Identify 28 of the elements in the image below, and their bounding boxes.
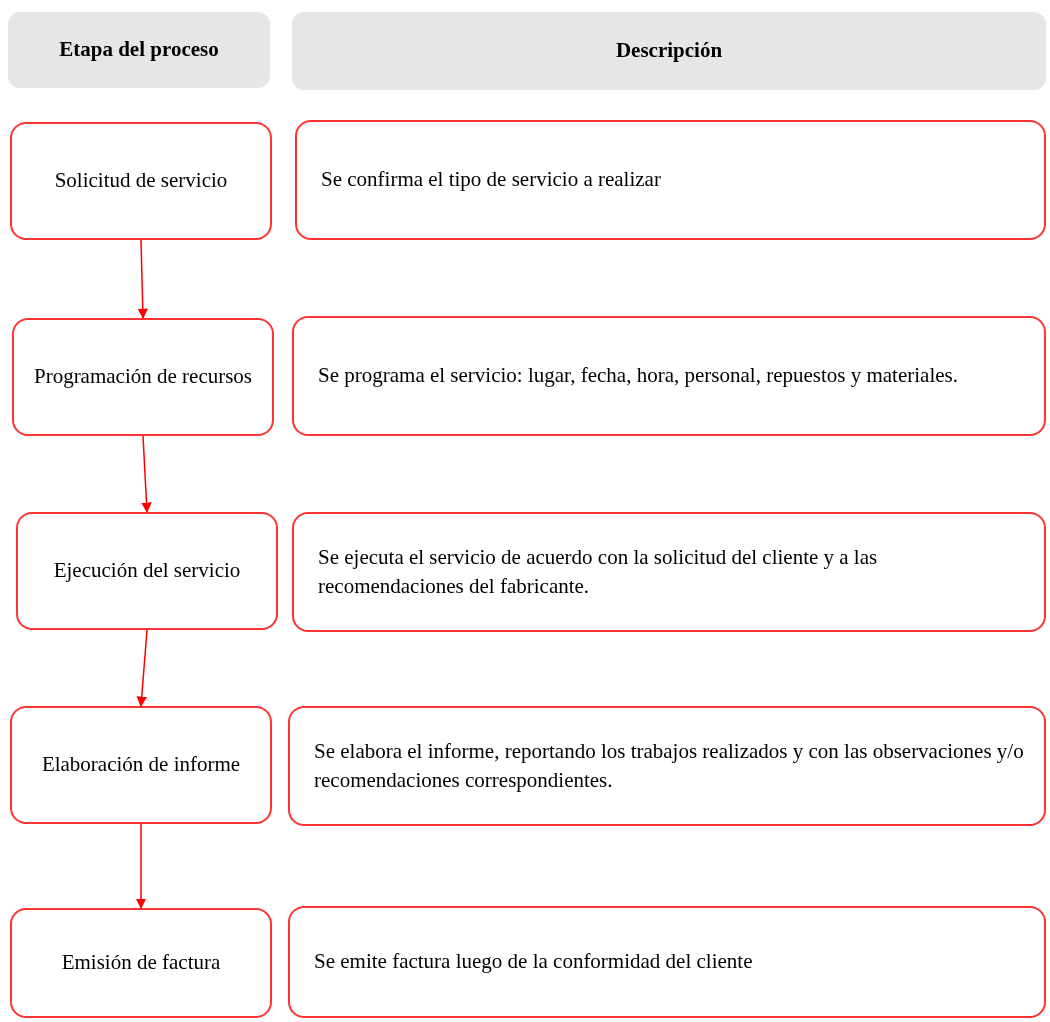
column-header: [292, 12, 1046, 90]
header-text: Descripción: [615, 37, 723, 65]
header-text: Etapa del proceso: [59, 36, 219, 64]
step-label: Ejecución del servicio: [53, 557, 241, 585]
process-step-box: [10, 908, 272, 1018]
arrow: [137, 239, 148, 320]
step-label: Elaboración de informe: [41, 751, 241, 779]
arrow: [136, 629, 148, 708]
process-step-box: [16, 512, 278, 630]
description-text: Se ejecuta el servicio de acuerdo con la solicitud del cliente y a las recomendaciones del fabricante.: [318, 543, 879, 600]
arrow: [141, 435, 152, 514]
description-box: [295, 120, 1046, 240]
process-step-box: [10, 122, 272, 240]
description-text: Se emite factura luego de la conformidad del cliente: [314, 948, 753, 976]
step-label: Programación de recursos: [33, 363, 253, 391]
description-box: [292, 316, 1046, 436]
description-text: Se confirma el tipo de servicio a realizar: [321, 166, 661, 194]
column-header: [8, 12, 270, 88]
description-text: Se elabora el informe, reportando los trabajos realizados y con las observaciones y/o recomendaciones correspondientes.: [314, 737, 1025, 794]
description-box: [292, 512, 1046, 632]
arrow: [135, 823, 147, 910]
description-box: [288, 906, 1046, 1018]
description-box: [288, 706, 1046, 826]
step-label: Solicitud de servicio: [54, 167, 228, 195]
step-label: Emisión de factura: [61, 949, 221, 977]
process-step-box: [10, 706, 272, 824]
process-step-box: [12, 318, 274, 436]
description-text: Se programa el servicio: lugar, fecha, hora, personal, repuestos y materiales.: [318, 362, 958, 390]
